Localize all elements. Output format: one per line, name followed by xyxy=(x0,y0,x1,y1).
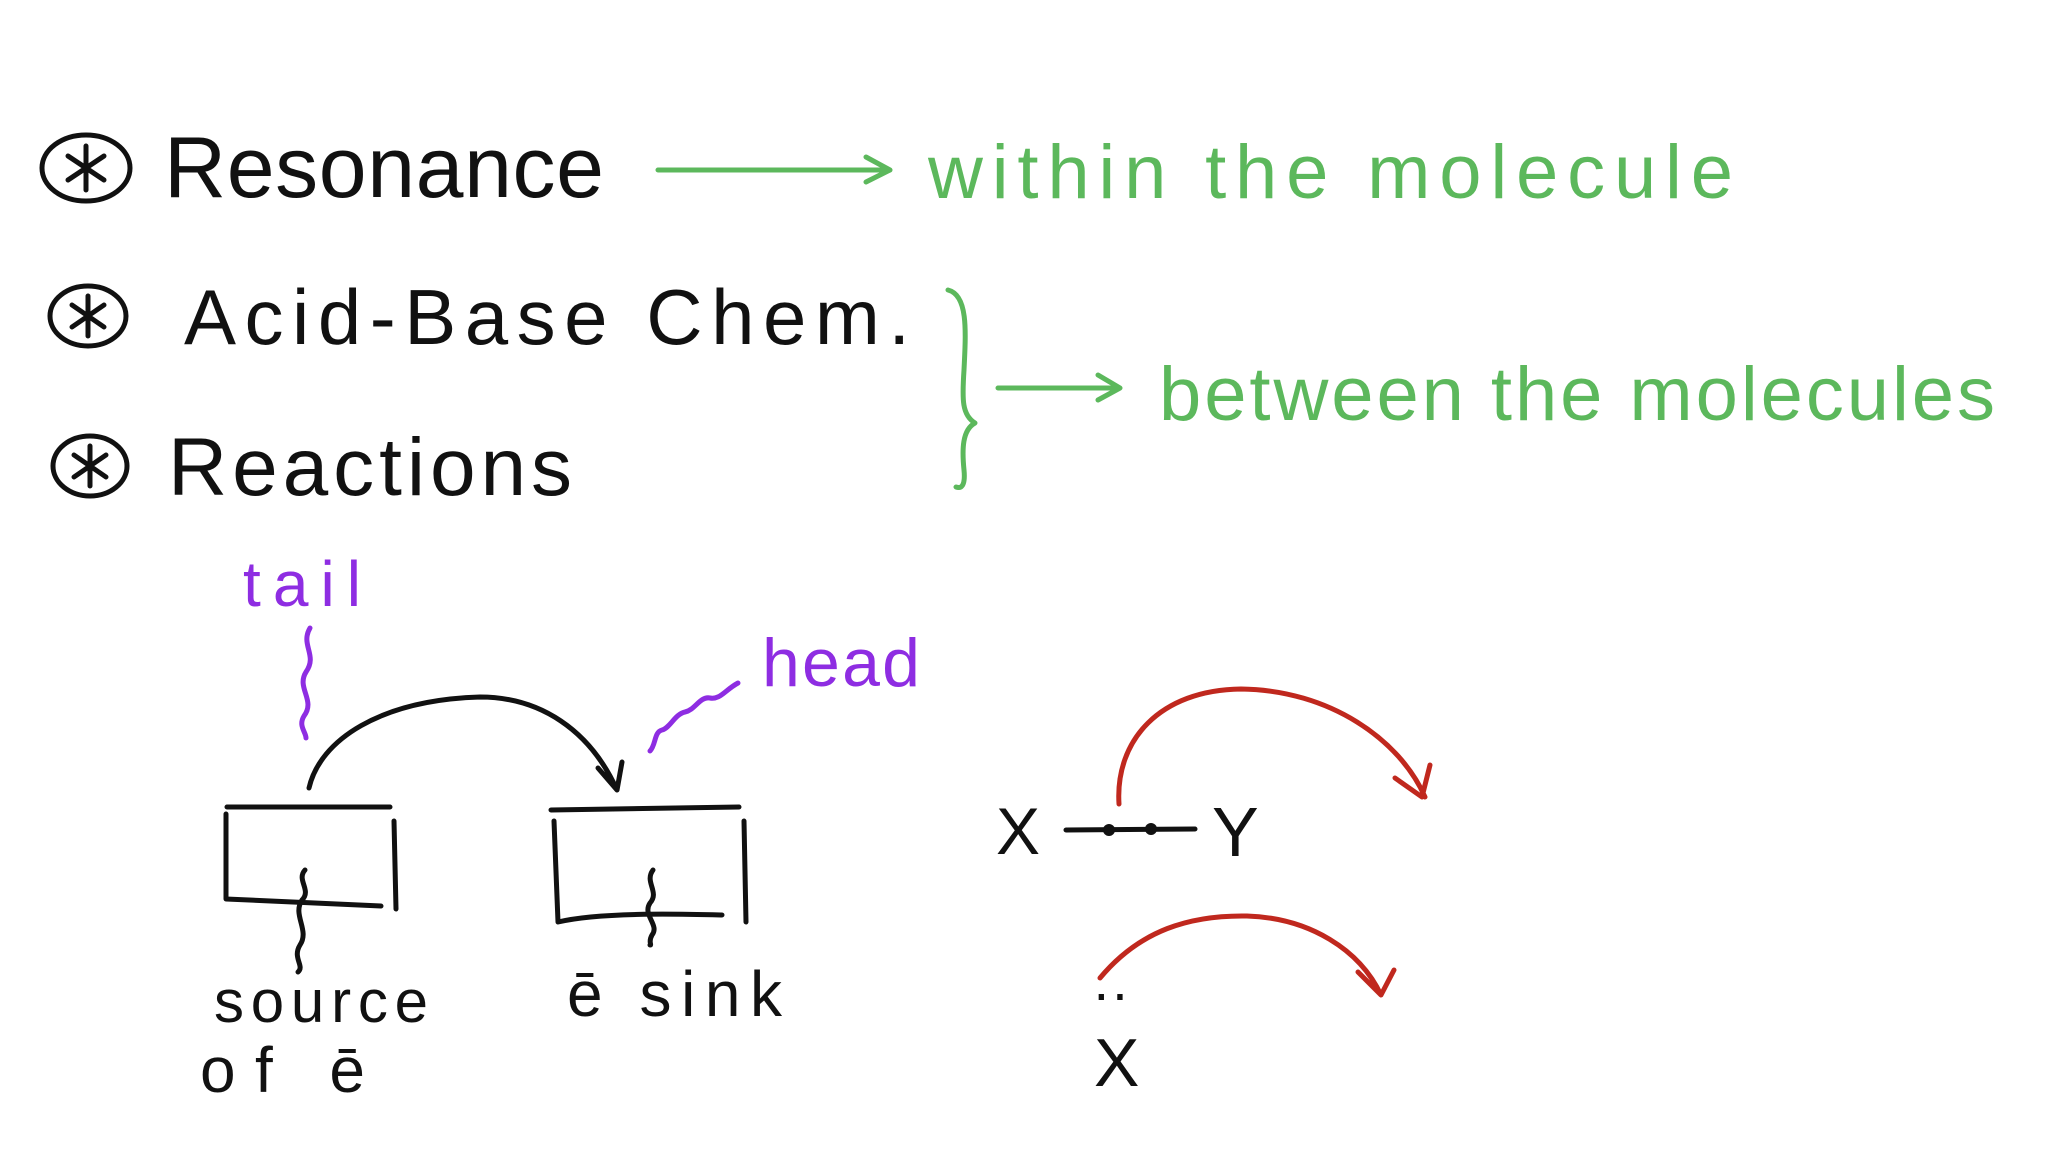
bullet-label: Acid-Base Chem. xyxy=(184,273,910,361)
between-molecules-note: between the molecules xyxy=(1159,352,1995,437)
bond-atom-y: Y xyxy=(1212,793,1259,871)
asterisk-circle-icon xyxy=(39,132,133,204)
bullet-resonance: Resonance xyxy=(39,120,604,216)
curved-electron-arrow xyxy=(306,694,625,793)
head-label: head xyxy=(762,625,920,701)
lone-pair-atom: X xyxy=(1094,1025,1139,1101)
source-box xyxy=(223,804,399,975)
tail-squiggle xyxy=(299,625,313,741)
source-label-line2: of ē xyxy=(200,1034,365,1106)
bond-atom-x: X xyxy=(996,794,1040,868)
arrow-right-icon xyxy=(655,154,893,185)
tail-label: tail xyxy=(243,548,361,620)
arrow-right-icon xyxy=(995,372,1123,403)
bullet-reactions: Reactions xyxy=(50,422,572,513)
red-curved-arrow xyxy=(1116,686,1433,807)
source-label-line1: source xyxy=(214,968,428,1035)
bond-electron-pair xyxy=(1063,823,1198,836)
bullet-label: Reactions xyxy=(168,422,572,513)
sink-label: ē sink xyxy=(567,958,783,1030)
head-squiggle xyxy=(647,680,741,754)
lone-pair-dots: ·· xyxy=(1092,961,1129,1024)
within-molecule-note: within the molecule xyxy=(927,130,1733,215)
asterisk-circle-icon xyxy=(50,433,130,499)
curly-brace-icon xyxy=(945,287,978,490)
asterisk-circle-icon xyxy=(47,283,129,349)
bullet-acid-base: Acid-Base Chem. xyxy=(47,273,910,361)
red-curved-arrow xyxy=(1097,913,1397,998)
sink-box xyxy=(548,804,749,948)
bullet-label: Resonance xyxy=(164,120,604,216)
